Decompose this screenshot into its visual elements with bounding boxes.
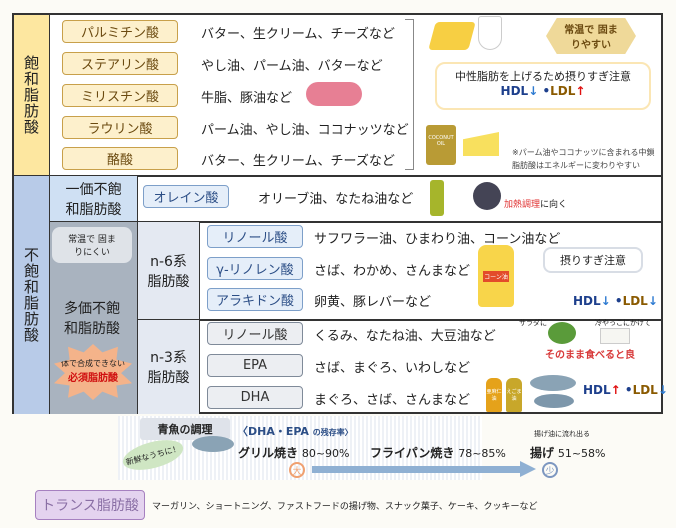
arrow-head-icon	[520, 461, 536, 477]
divider	[50, 175, 663, 177]
sources: パーム油、やし油、ココナッツなど	[201, 123, 409, 138]
liquid-bubble: 常温で 固まりにくい	[52, 227, 132, 263]
sources: くるみ、なたね油、大豆油など	[314, 329, 496, 344]
olive-oil-icon	[430, 180, 444, 216]
heat-note: 加熱調理に向く	[504, 200, 568, 210]
sources: さば、まぐろ、いわしなど	[314, 361, 471, 376]
fish-icon	[534, 394, 574, 408]
acid-lauric: ラウリン酸	[62, 116, 178, 139]
acid-linoleic: リノール酸	[207, 225, 303, 248]
tofu-label: 冷やっこにかけて	[595, 319, 651, 327]
bracket	[405, 19, 414, 170]
sources: 卵黄、豚レバーなど	[314, 295, 432, 310]
bottle-label: コーン油	[483, 270, 509, 282]
low-marker: 少	[542, 462, 558, 478]
cholesterol-effect: HDL↑ •LDL↓	[583, 383, 668, 397]
acid-myristic: ミリスチン酸	[62, 84, 178, 107]
divider	[138, 221, 663, 223]
method-pan: フライパン焼き 78~85%	[370, 446, 506, 460]
cream-icon	[478, 16, 502, 50]
acid-oleic: オレイン酸	[143, 185, 229, 208]
method-fry: 揚げ 51~58%	[530, 446, 606, 460]
chef-fish-icon	[192, 436, 234, 452]
unsaturated-label: 不飽和脂肪酸	[14, 176, 50, 414]
poly-label: 多価不飽和脂肪酸	[64, 301, 120, 337]
acid-gamma-linolenic: γ-リノレン酸	[207, 257, 303, 280]
fish-title: 青魚の調理	[140, 418, 230, 440]
method-grill: グリル焼き 80~90%	[238, 446, 350, 460]
trans-sources: マーガリン、ショートニング、ファストフードの揚げ物、スナック菓子、ケーキ、クッキ…	[152, 502, 538, 512]
cholesterol-effect: HDL↓ •LDL↑	[500, 84, 586, 98]
n6-warning: 摂りすぎ注意	[543, 247, 643, 273]
sources: サフワラー油、ひまわり油、コーン油など	[314, 232, 561, 247]
retention-arrow	[312, 466, 522, 473]
high-marker: 大	[289, 462, 305, 478]
sources: バター、生クリーム、チーズなど	[201, 27, 395, 42]
acid-epa: EPA	[207, 354, 303, 377]
acid-dha: DHA	[207, 386, 303, 409]
frying-pan-icon	[473, 182, 501, 210]
salad-label: サラダに	[519, 319, 547, 327]
acid-arachidonic: アラキドン酸	[207, 288, 303, 311]
acid-butyric: 酪酸	[62, 147, 178, 170]
acid-palmitic: パルミチン酸	[62, 20, 178, 43]
corn-oil-icon: コーン油	[478, 245, 514, 307]
linseed-oil-icon: 亜麻仁油	[486, 378, 502, 412]
solid-badge: 常温で 固まりやすい	[546, 18, 636, 54]
trans-label: トランス脂肪酸	[35, 490, 145, 520]
fish-subtitle: 〈DHA・EPA の残存率〉	[237, 425, 353, 438]
sources: さば、わかめ、さんまなど	[314, 264, 471, 279]
warning-bubble: 中性脂肪を上げるため摂りすぎ注意 HDL↓ •LDL↑	[435, 62, 651, 110]
acid-stearic: ステアリン酸	[62, 52, 178, 75]
sources: 牛脂、豚油など	[201, 91, 293, 106]
cholesterol-effect: HDL↓ •LDL↓	[573, 294, 658, 308]
note: ※パーム油やココナッツに含まれる中鎖脂肪酸はエネルギーに変わりやすい	[512, 148, 655, 170]
egoma-oil-icon: えごま油	[506, 378, 522, 412]
n6-label: n-6系脂肪酸	[138, 222, 200, 320]
sources: バター、生クリーム、チーズなど	[201, 154, 395, 169]
salad-icon	[548, 322, 576, 344]
essential-caption: 体で合成できない	[61, 359, 125, 368]
coconut-oil-icon: COCONUT OIL	[426, 125, 456, 165]
divider	[200, 319, 663, 321]
sources: オリーブ油、なたね油など	[258, 192, 414, 207]
sources: やし油、パーム油、バターなど	[201, 59, 383, 74]
fish-icon	[530, 375, 576, 391]
saturated-label: 飽和脂肪酸	[14, 15, 50, 176]
essential-label: 必須脂肪酸	[68, 373, 118, 384]
n3-label: n-3系脂肪酸	[138, 320, 200, 414]
raw-note: そのまま食べると良	[545, 350, 635, 361]
oil-note: 揚げ油に流れ出る	[534, 430, 590, 438]
sources: まぐろ、さば、さんまなど	[314, 393, 471, 408]
acid-linolenic: リノール酸	[207, 322, 303, 345]
butter-icon	[428, 22, 476, 50]
mono-label: 一価不飽和脂肪酸	[50, 176, 138, 222]
meat-icon	[306, 82, 362, 106]
warning-text: 中性脂肪を上げるため摂りすぎ注意	[455, 70, 631, 83]
tofu-icon	[600, 328, 630, 344]
